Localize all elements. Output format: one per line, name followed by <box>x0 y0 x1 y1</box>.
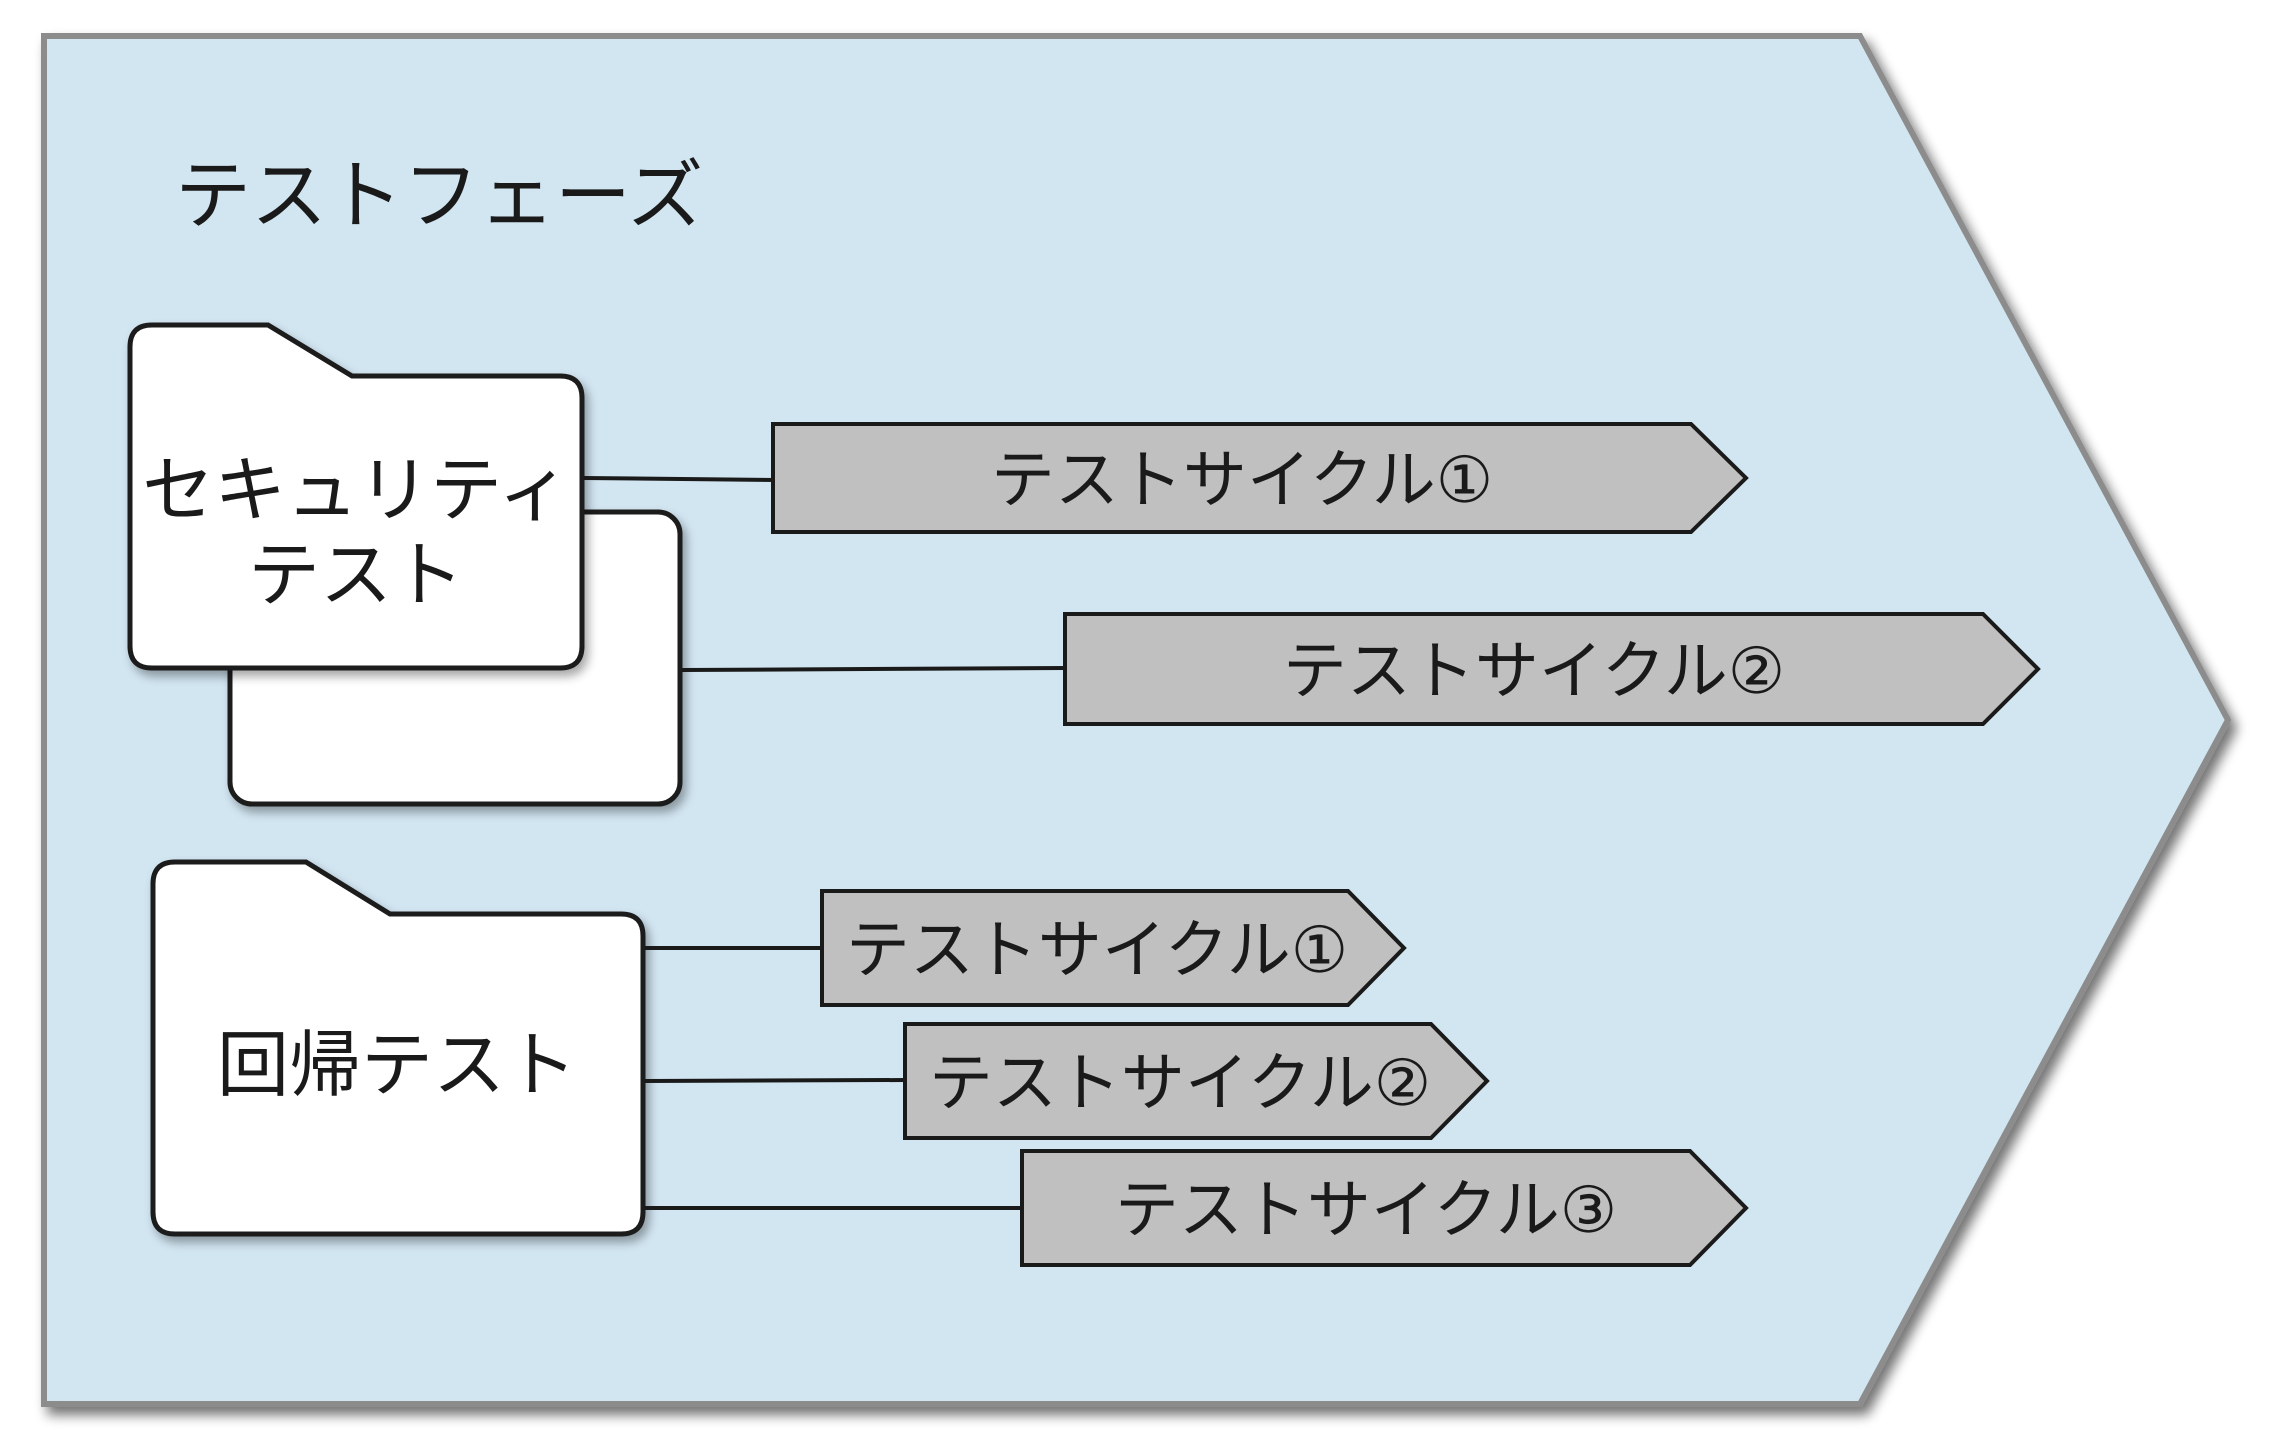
regression-cycle-1-arrow <box>820 889 1407 1007</box>
connector-line <box>583 476 777 482</box>
security-test-label-line-2: テスト <box>248 533 464 617</box>
phase-title: テストフェーズ <box>175 151 703 240</box>
connector-line <box>644 1078 907 1083</box>
security-cycle-2-arrow <box>1063 612 2041 726</box>
connector-line <box>681 666 1067 672</box>
regression-cycle-2-label: テストサイクル② <box>929 1047 1431 1121</box>
security-cycle-1-arrow <box>771 422 1749 534</box>
regression-test-folder <box>150 859 646 1237</box>
security-cycle-1-label: テストサイクル① <box>991 444 1493 518</box>
regression-cycle-3-arrow <box>1020 1149 1749 1267</box>
regression-cycle-3-label: テストサイクル③ <box>1115 1174 1617 1248</box>
security-test-folder <box>127 322 585 671</box>
regression-test-label: 回帰テスト <box>217 1023 577 1107</box>
security-cycle-2-label: テストサイクル② <box>1283 635 1785 709</box>
regression-cycle-2-arrow <box>903 1022 1490 1140</box>
regression-cycle-1-label: テストサイクル① <box>846 914 1348 988</box>
security-test-label-line-1: セキュリティ <box>142 448 570 532</box>
